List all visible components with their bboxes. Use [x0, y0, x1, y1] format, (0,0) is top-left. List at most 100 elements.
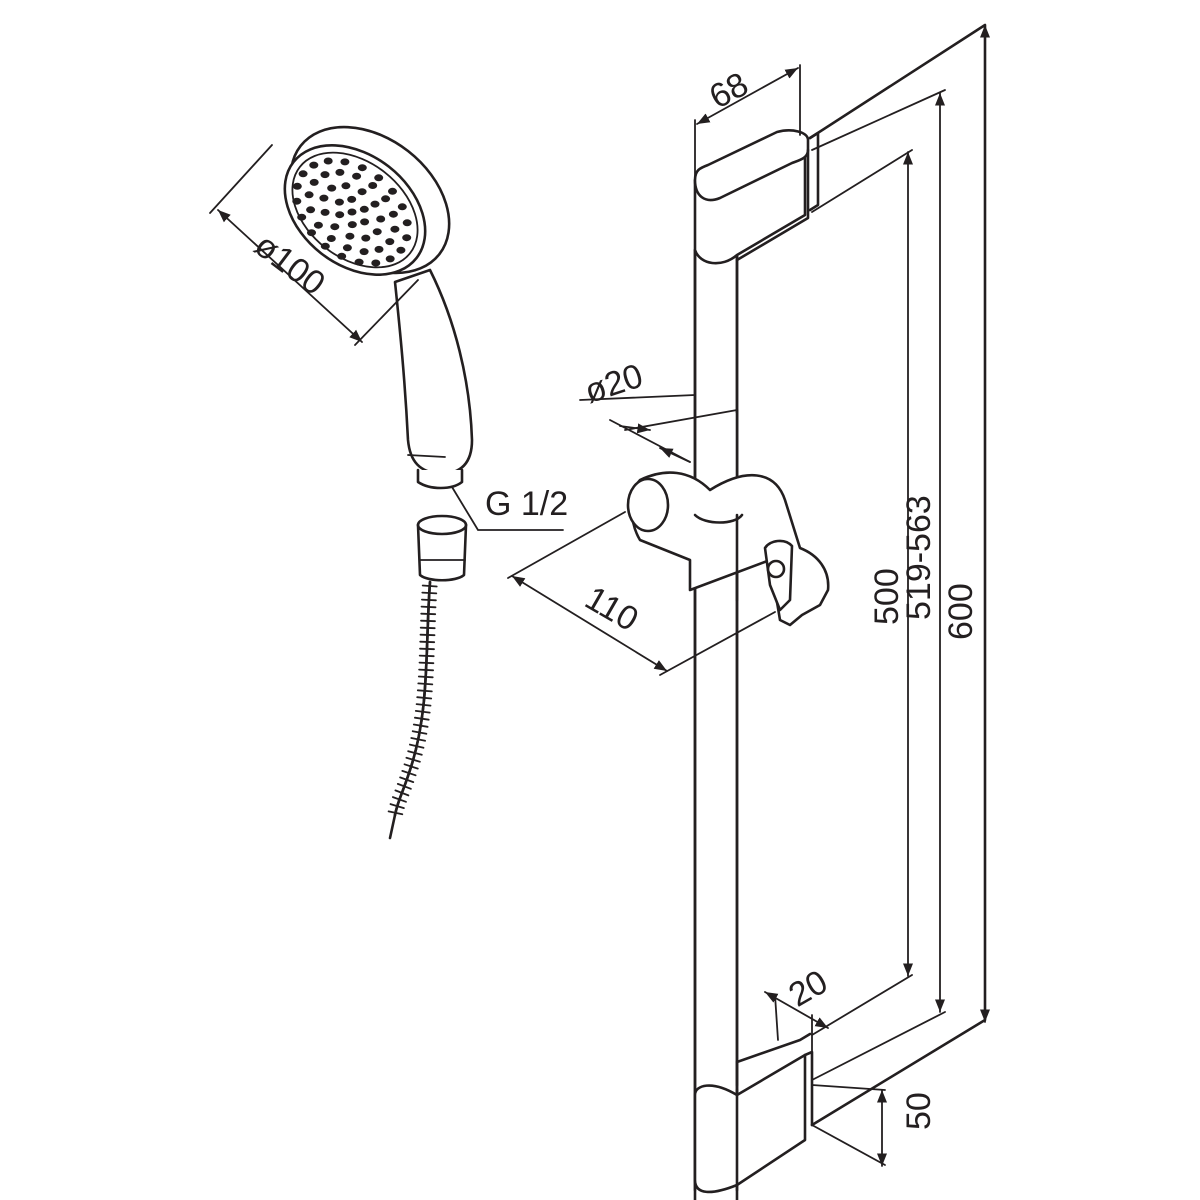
nozzle: [320, 208, 330, 216]
nozzle: [376, 215, 386, 223]
dim-bar-length: 500: [868, 568, 906, 625]
hose-ring: [408, 743, 425, 749]
dim-overall-height: 600: [942, 583, 980, 640]
nozzle: [368, 182, 378, 189]
nozzle: [359, 248, 369, 256]
hose-ring: [412, 723, 429, 728]
hose-nut: [416, 523, 468, 582]
nozzle: [319, 194, 329, 202]
nozzle: [359, 205, 369, 213]
dim-thread: G 1/2: [485, 485, 568, 523]
top-bracket: [693, 129, 820, 265]
hose-ring: [416, 689, 433, 693]
hose-ring: [418, 661, 435, 665]
nozzle: [357, 164, 367, 172]
nozzle: [374, 174, 384, 182]
rail-bar: [693, 248, 739, 1200]
hose-ring: [419, 647, 435, 651]
hose-ring: [421, 591, 438, 595]
nozzle: [388, 187, 397, 195]
shower-holder: [626, 408, 830, 627]
shower-hose: [387, 514, 468, 840]
nozzle: [341, 182, 351, 190]
nozzle: [345, 232, 355, 240]
hose-ring: [421, 584, 438, 588]
hose-ring: [420, 612, 437, 616]
nozzle: [309, 178, 319, 186]
hose-ring: [403, 763, 419, 770]
nozzle: [397, 203, 407, 211]
hose-ring: [407, 750, 423, 756]
nozzle: [371, 259, 381, 267]
nozzle: [357, 188, 367, 196]
hose-ring: [418, 668, 435, 672]
nozzle: [292, 197, 302, 205]
nozzle: [347, 221, 357, 229]
dim-bracket-width: 68: [703, 65, 754, 116]
nozzle: [327, 184, 337, 192]
bottom-bracket: [693, 1032, 814, 1194]
dim-bracket-spacing: 519-563: [900, 495, 938, 620]
nozzle: [347, 208, 357, 216]
dimension-lines: [209, 24, 991, 1167]
nozzle: [372, 228, 382, 236]
nozzle: [320, 242, 330, 250]
dim-bracket-height: 50: [900, 1092, 938, 1130]
nozzle: [323, 157, 333, 165]
nozzle: [342, 244, 352, 252]
nozzle: [352, 172, 362, 180]
nozzle: [361, 234, 371, 242]
nozzle: [292, 182, 302, 190]
nozzle: [304, 191, 314, 199]
nozzle: [340, 158, 350, 166]
hand-shower-handle: [393, 268, 474, 476]
nozzle: [307, 229, 316, 237]
nozzle: [402, 234, 412, 242]
nozzle: [298, 170, 308, 178]
nozzle: [381, 195, 391, 203]
hose-ring: [394, 789, 410, 797]
nozzle: [320, 171, 330, 179]
nozzle: [330, 223, 340, 231]
hose-ring: [417, 675, 434, 679]
hose-ring: [399, 776, 415, 783]
hose-ring: [420, 619, 436, 623]
hose-ring: [410, 737, 427, 742]
hose-ring: [416, 696, 433, 700]
hose-ring: [420, 605, 437, 609]
nozzle: [388, 210, 398, 218]
nozzle: [347, 195, 357, 203]
hose-ring: [391, 796, 407, 803]
dim-slider-depth: 110: [579, 579, 645, 639]
nozzle: [385, 255, 395, 263]
hand-shower: [283, 125, 474, 490]
hose-ring: [405, 756, 421, 763]
nozzle: [335, 168, 345, 176]
nozzle: [337, 252, 347, 260]
nozzle: [402, 219, 412, 227]
hose-ring: [401, 770, 417, 777]
nozzle: [334, 198, 344, 206]
hose-ring: [419, 640, 436, 644]
nozzle: [354, 258, 364, 266]
hose-ring: [413, 716, 430, 721]
handle-connector: [416, 468, 464, 490]
hose-ring: [419, 626, 436, 630]
nozzle: [370, 200, 380, 208]
nozzle: [385, 238, 395, 246]
hose-ring: [389, 803, 405, 809]
hose-ring: [396, 783, 412, 790]
nozzle: [326, 235, 336, 242]
nozzle: [374, 245, 384, 253]
hose-ring: [418, 654, 435, 658]
nozzle: [306, 206, 316, 214]
nozzle: [313, 221, 323, 229]
nozzle: [390, 225, 400, 233]
hose-ring: [415, 703, 432, 707]
hose-ring: [414, 710, 431, 714]
nozzle: [297, 213, 307, 221]
dim-bar-diameter: ø20: [580, 357, 647, 411]
hose-ring: [420, 598, 437, 602]
hose-ring: [419, 633, 436, 637]
